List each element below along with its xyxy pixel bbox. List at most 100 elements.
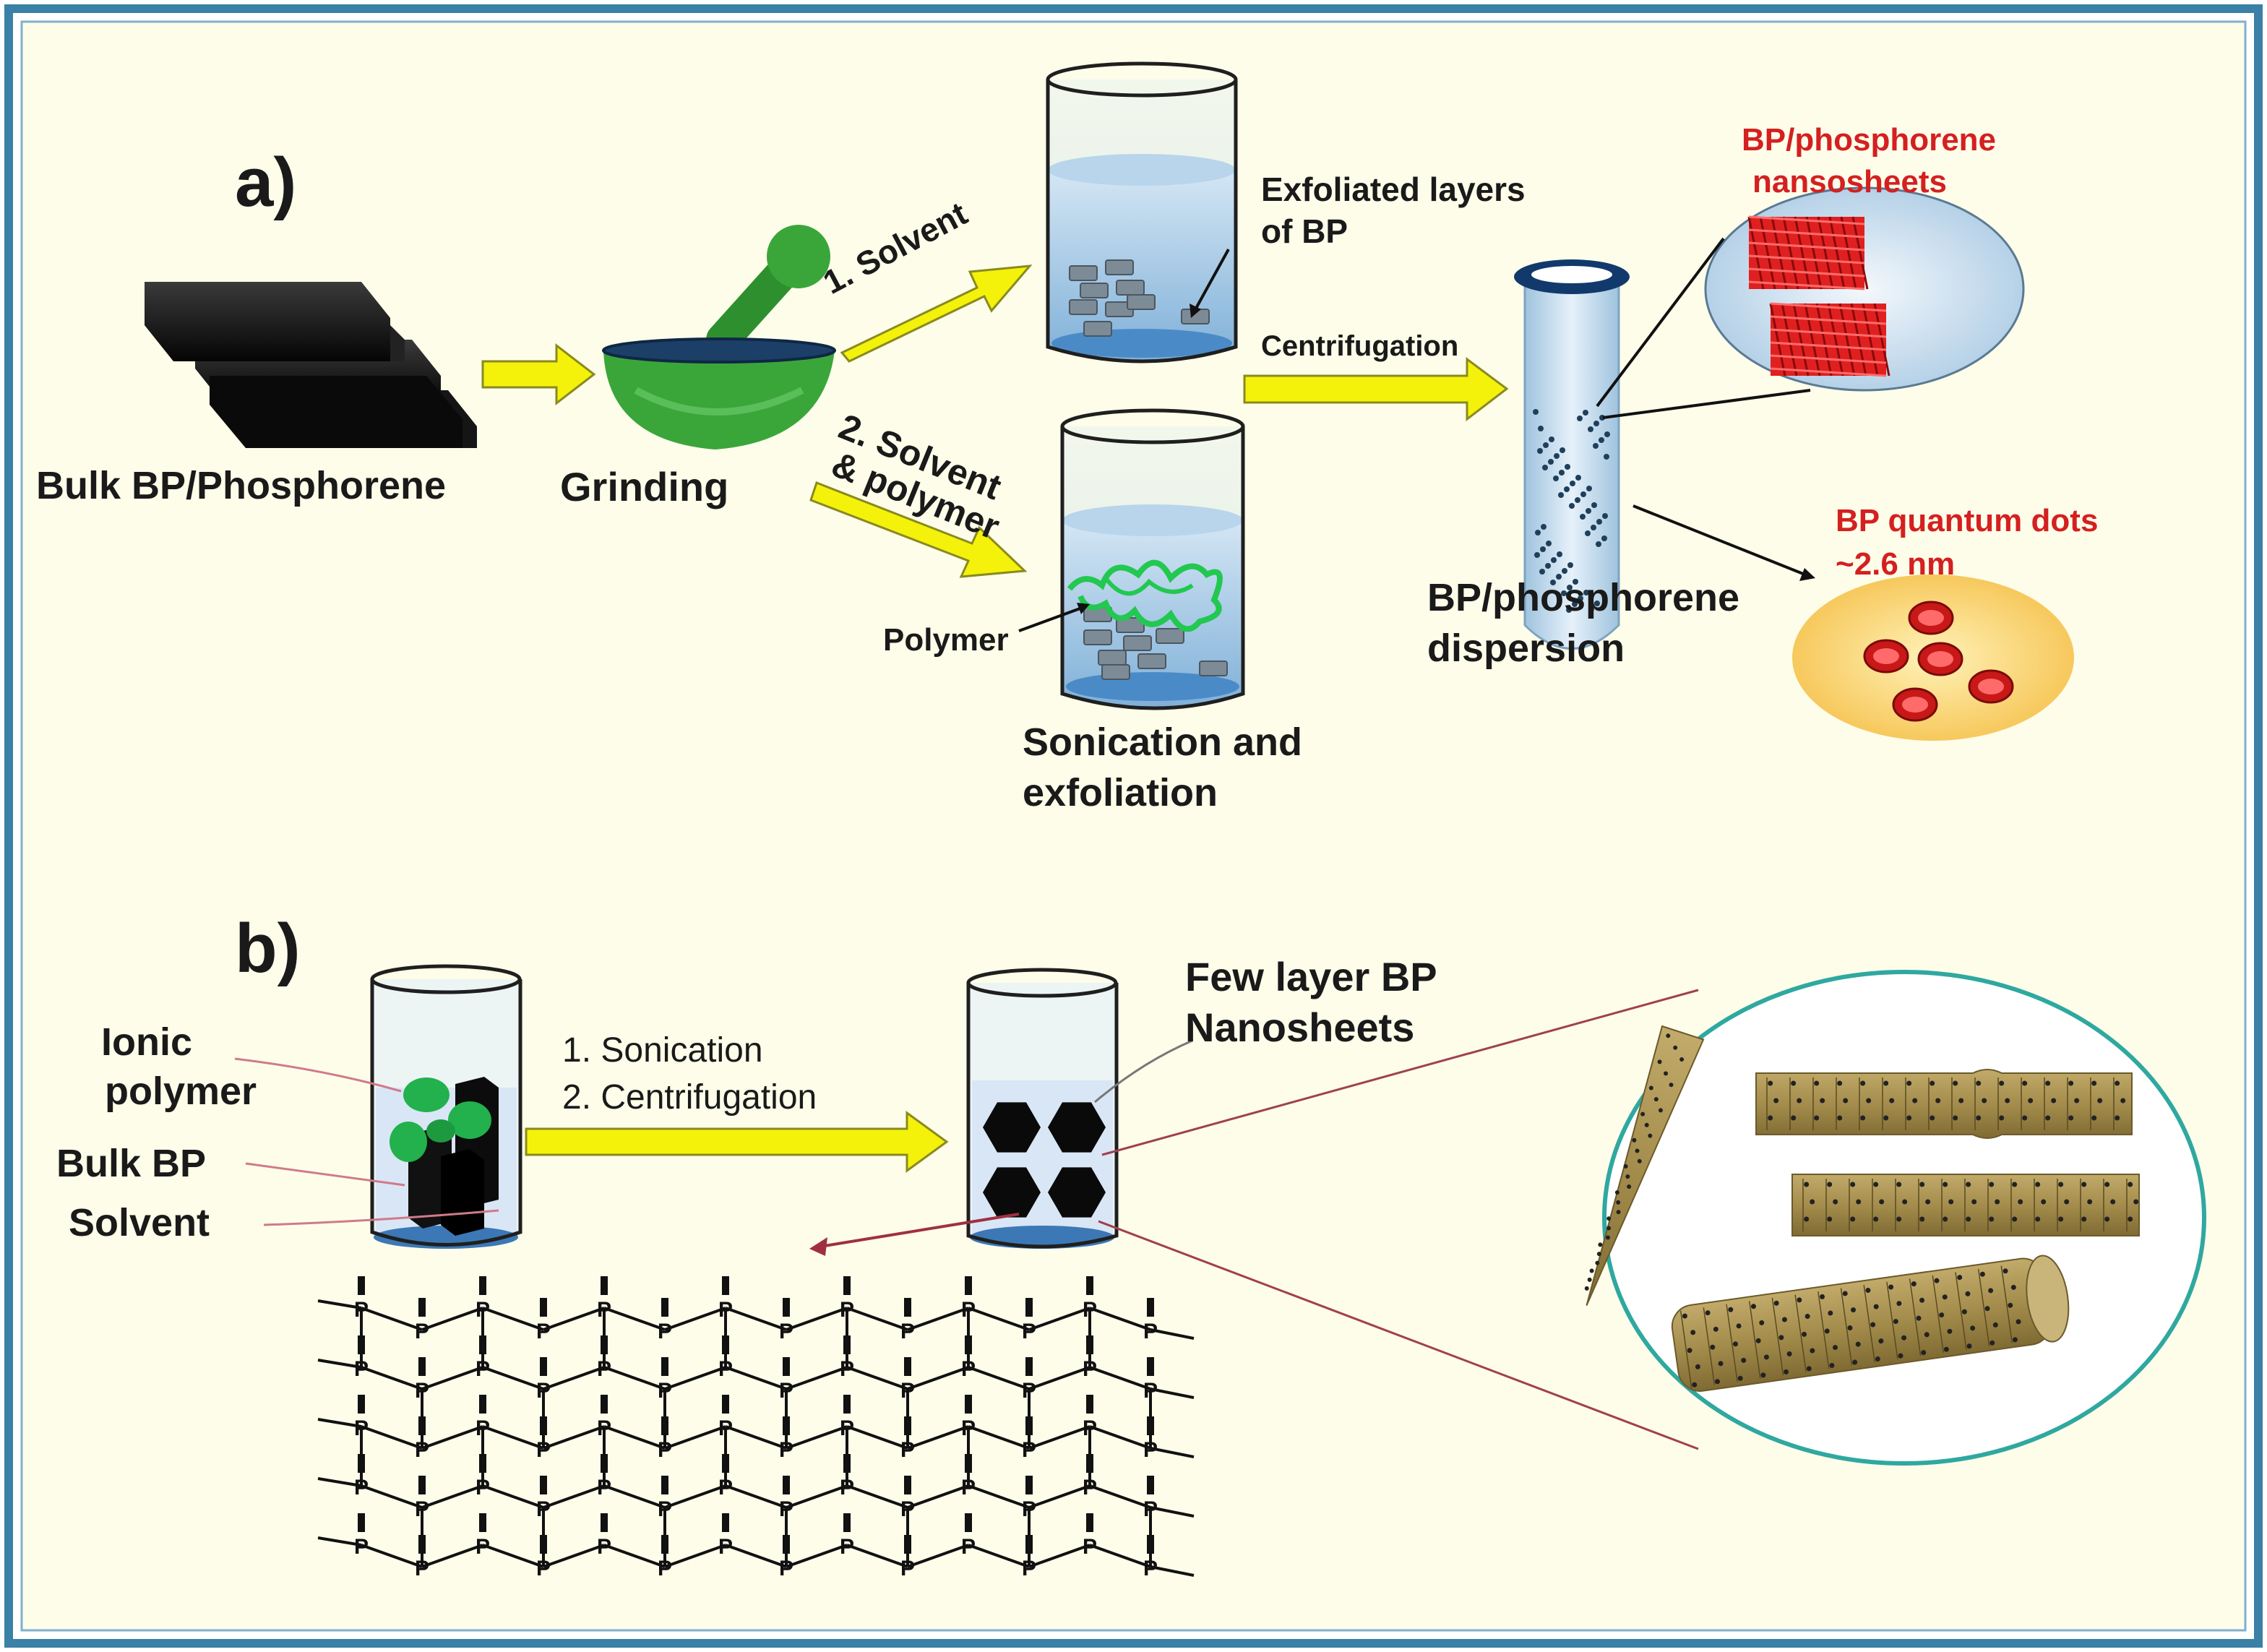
p-stub [783, 1298, 790, 1317]
atom-dot [1732, 1341, 1738, 1347]
tube-ridge [1955, 1272, 1967, 1350]
dispersion-label-1: BP/phosphorene [1427, 576, 1740, 619]
tube-ridge [1679, 1310, 1692, 1388]
nanosheet-hatch [1748, 267, 1865, 278]
p-stub [479, 1335, 486, 1354]
p-bond [1150, 1565, 1195, 1577]
atom-dot [1976, 1115, 1982, 1121]
dispersed-particle [1567, 562, 1573, 568]
atom-dot [1784, 1369, 1789, 1374]
atom-dot [2058, 1182, 2064, 1187]
p-stub [783, 1416, 790, 1435]
dispersed-particle [1548, 459, 1554, 465]
atom-dot [1786, 1351, 1792, 1356]
p-stub [965, 1276, 972, 1295]
bp-flake [1137, 653, 1166, 669]
phosphorus-atom-label: P [597, 1476, 611, 1500]
p-stub [601, 1276, 608, 1295]
dispersed-particle [1580, 491, 1586, 497]
atom-dot [2010, 1284, 2016, 1290]
phosphorus-atom-label: P [840, 1357, 854, 1381]
atom-dot [1966, 1216, 1971, 1222]
p-bond [846, 1484, 908, 1509]
p-stub [783, 1357, 790, 1376]
atom-dot [1728, 1307, 1734, 1312]
atom-dot [1873, 1304, 1879, 1309]
atom-dot [1595, 1260, 1600, 1265]
p-bond [482, 1307, 544, 1331]
tube-ridge [1886, 1281, 1898, 1359]
panel-b-label: b) [235, 910, 301, 987]
nanosheet-hatch [1838, 303, 1856, 377]
dispersed-particle [1583, 590, 1589, 595]
atom-dot [1648, 1085, 1653, 1090]
exfoliated-pointer [1192, 249, 1230, 313]
atom-dot [1989, 1182, 1995, 1187]
arrow-polymer-route [809, 481, 1028, 578]
dispersed-particle [1556, 574, 1562, 580]
atom-dot [1598, 1242, 1603, 1247]
atom-dot [1827, 1216, 1833, 1222]
nanosheet-hatch [1840, 216, 1857, 290]
atom-dot [1883, 1115, 1889, 1121]
dispersed-particle [1583, 410, 1588, 416]
p-bond [421, 1484, 483, 1509]
atom-dot [1664, 1071, 1669, 1076]
p-bond [317, 1418, 362, 1428]
p-bond [421, 1366, 483, 1390]
dispersed-particle [1551, 557, 1557, 563]
bp-flake [1116, 280, 1145, 296]
atom-dot [2012, 1216, 2018, 1222]
dispersed-particle [1541, 524, 1547, 530]
bulk-bp-block-icon [145, 282, 477, 448]
atom-dot [2120, 1098, 2126, 1104]
p-bond [1089, 1544, 1151, 1568]
dispersed-particle [1573, 579, 1578, 585]
atom-dot [1850, 1182, 1856, 1187]
p-stub [1147, 1476, 1154, 1494]
atom-dot [1827, 1182, 1833, 1187]
phosphorus-atom-label: P [536, 1497, 551, 1521]
dispersed-particle [1535, 530, 1541, 535]
p-bond [846, 1544, 908, 1568]
atom-dot [1810, 1199, 1815, 1205]
atom-dot [1925, 1199, 1931, 1205]
atom-dot [1791, 1115, 1797, 1121]
dispersed-particle [1557, 551, 1562, 557]
polymer-strand-icon [1067, 559, 1223, 632]
tube-ridge [1794, 1294, 1807, 1372]
dispersed-particle [1604, 431, 1610, 437]
p-stub [722, 1335, 729, 1354]
dispersed-particle [1567, 585, 1573, 590]
nanosheet-hatch [1748, 215, 1865, 225]
p-bond [725, 1484, 787, 1509]
nanosheets-label-2: nansosheets [1752, 164, 1947, 199]
dispersed-particle [1585, 530, 1591, 536]
dispersed-particle [1591, 502, 1597, 508]
p-bond [725, 1307, 787, 1331]
phosphorus-atom-label: P [1022, 1557, 1036, 1580]
phosphorus-atom-label: P [658, 1438, 672, 1462]
p-bond [361, 1425, 423, 1450]
p-bond [786, 1307, 848, 1331]
atom-dot [1879, 1199, 1885, 1205]
p-bond [421, 1544, 483, 1568]
dispersed-particle [1586, 508, 1591, 514]
atom-dot [1750, 1304, 1756, 1309]
phosphorus-atom-label: P [658, 1497, 672, 1521]
nanosheet-hatch [1815, 303, 1833, 377]
p-bond [968, 1544, 1030, 1568]
bp-flake [1127, 294, 1156, 310]
bp-flake [1069, 299, 1098, 315]
atom-dot [1873, 1216, 1879, 1222]
tube-ridge [1749, 1301, 1761, 1379]
mortar-pestle-icon [602, 225, 836, 449]
phosphorus-atom-label: P [658, 1379, 672, 1403]
atom-dot [2045, 1080, 2051, 1086]
nanosheet-hatch [1771, 216, 1788, 290]
p-bond [1089, 1425, 1151, 1450]
phosphorus-atom-label: P [1143, 1320, 1158, 1343]
phosphorus-atom-label: P [597, 1357, 611, 1381]
atom-dot [1878, 1338, 1884, 1344]
nanosheet-hatch [1782, 216, 1799, 290]
